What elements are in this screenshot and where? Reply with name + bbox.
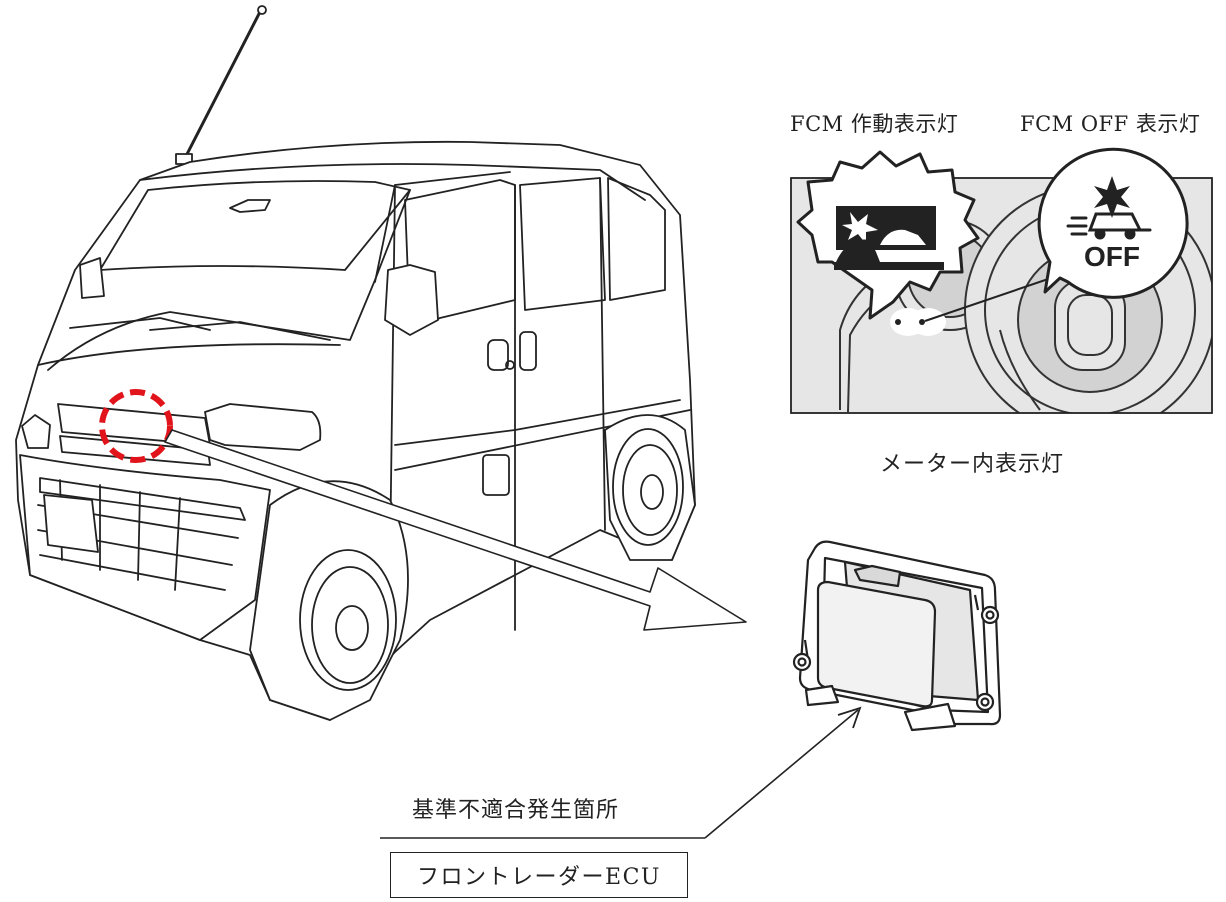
pointer-arrow bbox=[164, 429, 747, 631]
off-icon-text: OFF bbox=[1084, 241, 1140, 272]
ecu-leader-line bbox=[380, 706, 862, 839]
fcm-active-indicator-label: FCM 作動表示灯 bbox=[790, 112, 959, 136]
meter-indicator-caption: メーター内表示灯 bbox=[880, 452, 1065, 477]
radar-location-highlight bbox=[99, 389, 173, 463]
fcm-active-warning-icon bbox=[796, 150, 980, 320]
van-illustration bbox=[15, 5, 696, 721]
fcm-off-indicator-label: FCM OFF 表示灯 bbox=[1020, 112, 1201, 136]
meter-panel bbox=[791, 178, 1212, 413]
fcm-off-icon: OFF bbox=[1037, 147, 1189, 299]
front-radar-ecu-illustration bbox=[792, 540, 1002, 732]
front-radar-ecu-label: フロントレーダーECU bbox=[390, 852, 688, 898]
nonconformity-location-label: 基準不適合発生箇所 bbox=[412, 798, 620, 823]
